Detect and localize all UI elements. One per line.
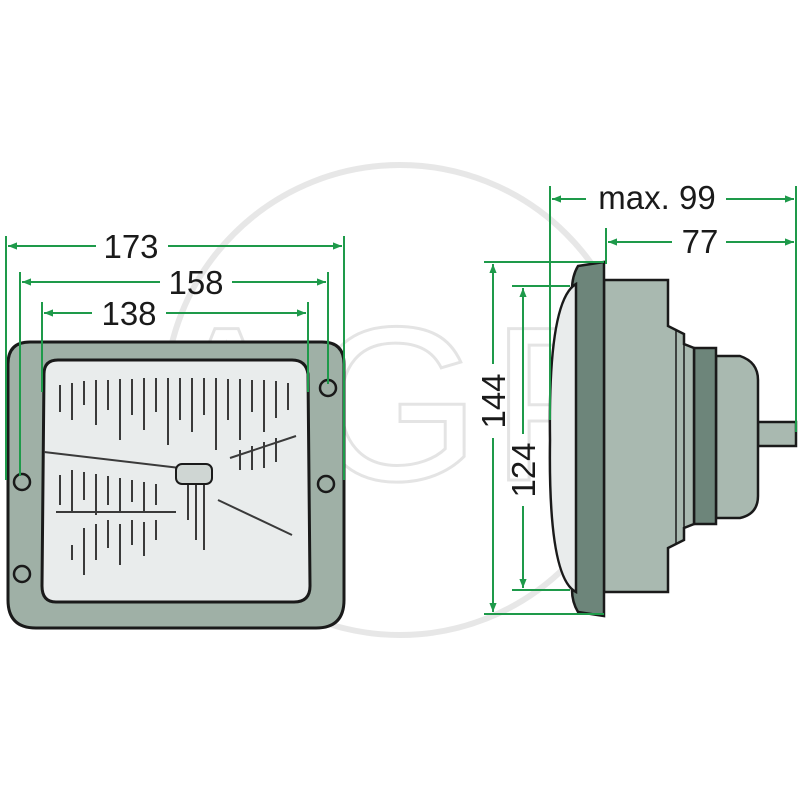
lens-optics-pattern <box>43 378 297 575</box>
mounting-hole-bottom-left <box>12 564 32 584</box>
dimension-label-158: 158 <box>168 264 223 301</box>
dimension-77: 77 <box>605 223 794 264</box>
side-view: max. 99 77 144 124 <box>475 179 798 618</box>
reflector-housing <box>602 278 696 594</box>
dimension-label-max-99: max. 99 <box>598 179 715 216</box>
dimension-label-77: 77 <box>682 223 719 260</box>
dimension-label-173: 173 <box>103 228 158 265</box>
dimension-max-99: max. 99 <box>549 179 797 432</box>
terminal-shaft <box>756 420 798 448</box>
dimension-144: 144 <box>475 261 604 615</box>
lens-profile <box>548 281 578 595</box>
bulb-cap <box>175 463 213 485</box>
dimension-124: 124 <box>505 285 570 591</box>
rear-ring <box>692 346 718 526</box>
dimension-label-124: 124 <box>505 442 542 497</box>
front-view: 173 158 138 <box>5 228 346 630</box>
dimension-label-138: 138 <box>101 295 156 332</box>
mounting-hole-mid-right <box>316 474 336 494</box>
dimension-label-144: 144 <box>475 373 512 428</box>
dimension-158: 158 <box>19 264 329 476</box>
mounting-hole-mid-left <box>12 472 32 492</box>
dimension-138: 138 <box>41 295 309 392</box>
rear-cap <box>714 354 760 520</box>
dimension-173: 173 <box>5 228 345 480</box>
